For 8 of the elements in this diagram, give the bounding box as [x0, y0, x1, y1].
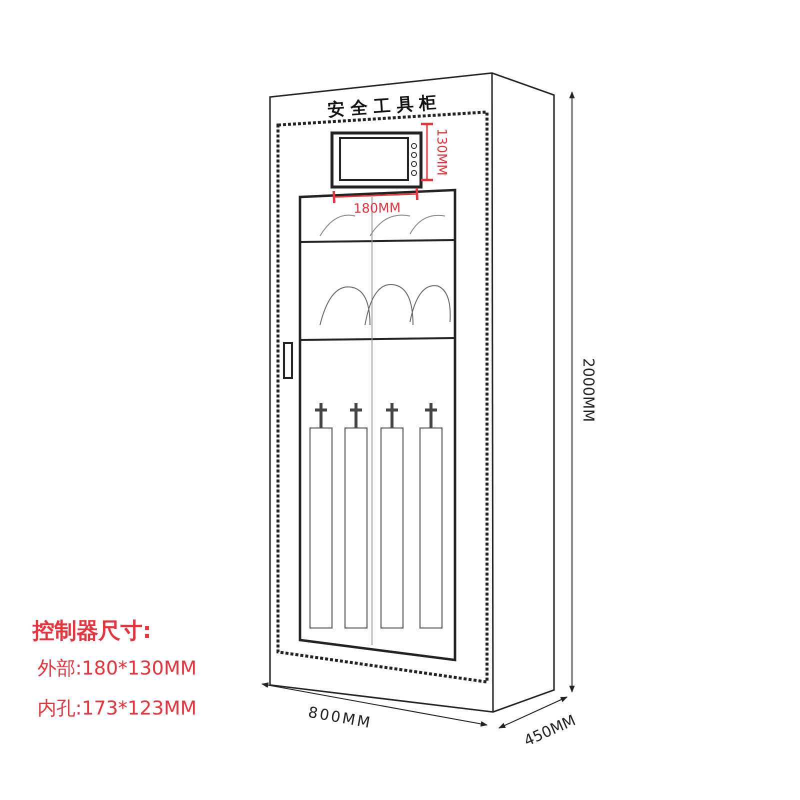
spec-text: 外部:180*130MM — [37, 660, 197, 678]
dimension-label: 800MM — [306, 705, 374, 731]
cabinet-title: 安全工具柜 — [327, 94, 443, 120]
spec-text: 内孔:173*123MM — [37, 700, 197, 718]
dimension-label: 180MM — [353, 202, 401, 216]
dimension-label: 2000MM — [580, 358, 596, 422]
dimension-label: 130MM — [434, 128, 448, 176]
spec-heading: 控制器尺寸: — [32, 621, 152, 643]
